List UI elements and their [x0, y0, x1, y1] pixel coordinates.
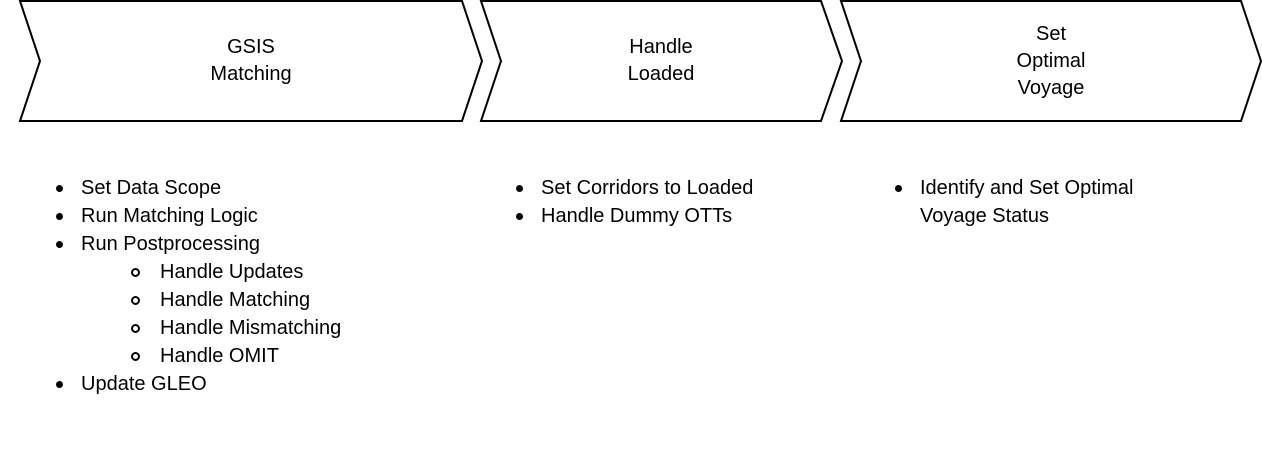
- sub-list-item: Handle OMIT: [53, 342, 341, 370]
- list-item: Update GLEO: [53, 370, 341, 398]
- step-label-set-optimal-voyage: Set Optimal Voyage: [1016, 22, 1086, 99]
- handle-loaded-task-list: Set Corridors to Loaded Handle Dummy OTT…: [513, 174, 753, 230]
- sub-list-item: Handle Matching: [53, 286, 341, 314]
- list-item: Run Postprocessing: [53, 230, 341, 258]
- list-item: Set Data Scope: [53, 174, 341, 202]
- sub-list-item: Handle Mismatching: [53, 314, 341, 342]
- list-item: Run Matching Logic: [53, 202, 341, 230]
- chevron-handle-loaded: [479, 0, 844, 122]
- gsis-matching-task-list: Set Data Scope Run Matching Logic Run Po…: [53, 174, 341, 398]
- list-item: Identify and Set Optimal Voyage Status: [892, 174, 1133, 230]
- chevron-set-optimal-voyage: [839, 0, 1262, 122]
- chevron-gsis-matching: [18, 0, 484, 122]
- step-label-handle-loaded: Handle Loaded: [627, 36, 695, 85]
- list-item: Handle Dummy OTTs: [513, 202, 753, 230]
- step-label-gsis-matching: GSIS Matching: [210, 36, 292, 85]
- sub-list-item: Handle Updates: [53, 258, 341, 286]
- list-item: Set Corridors to Loaded: [513, 174, 753, 202]
- set-optimal-voyage-task-list: Identify and Set Optimal Voyage Status: [892, 174, 1133, 230]
